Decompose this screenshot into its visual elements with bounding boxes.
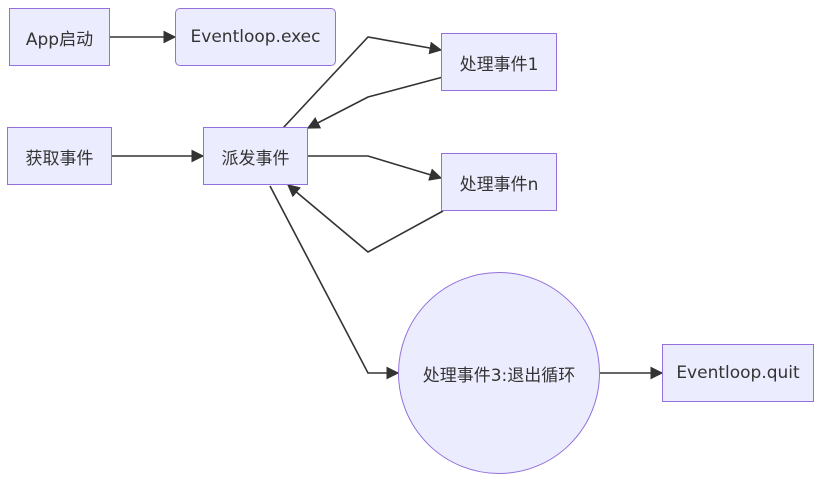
edge-handle-1-to-dispatch	[306, 76, 444, 129]
node-eventloop-exec: Eventloop.exec	[175, 8, 336, 66]
edge-dispatch-to-handle-3	[269, 185, 400, 380]
node-get-event: 获取事件	[7, 127, 112, 185]
node-handle-event-3-quit: 处理事件3:退出循环	[398, 272, 600, 474]
edge-dispatch-to-handle-1	[282, 36, 443, 129]
node-handle-event-n: 处理事件n	[441, 153, 557, 211]
node-dispatch-event: 派发事件	[203, 127, 308, 185]
edge-dispatch-to-handle-n	[308, 155, 443, 181]
node-eventloop-quit: Eventloop.quit	[662, 344, 814, 402]
node-handle-event-1: 处理事件1	[441, 33, 557, 91]
node-app-start: App启动	[9, 8, 110, 66]
edge-handle-n-to-dispatch	[287, 184, 444, 253]
